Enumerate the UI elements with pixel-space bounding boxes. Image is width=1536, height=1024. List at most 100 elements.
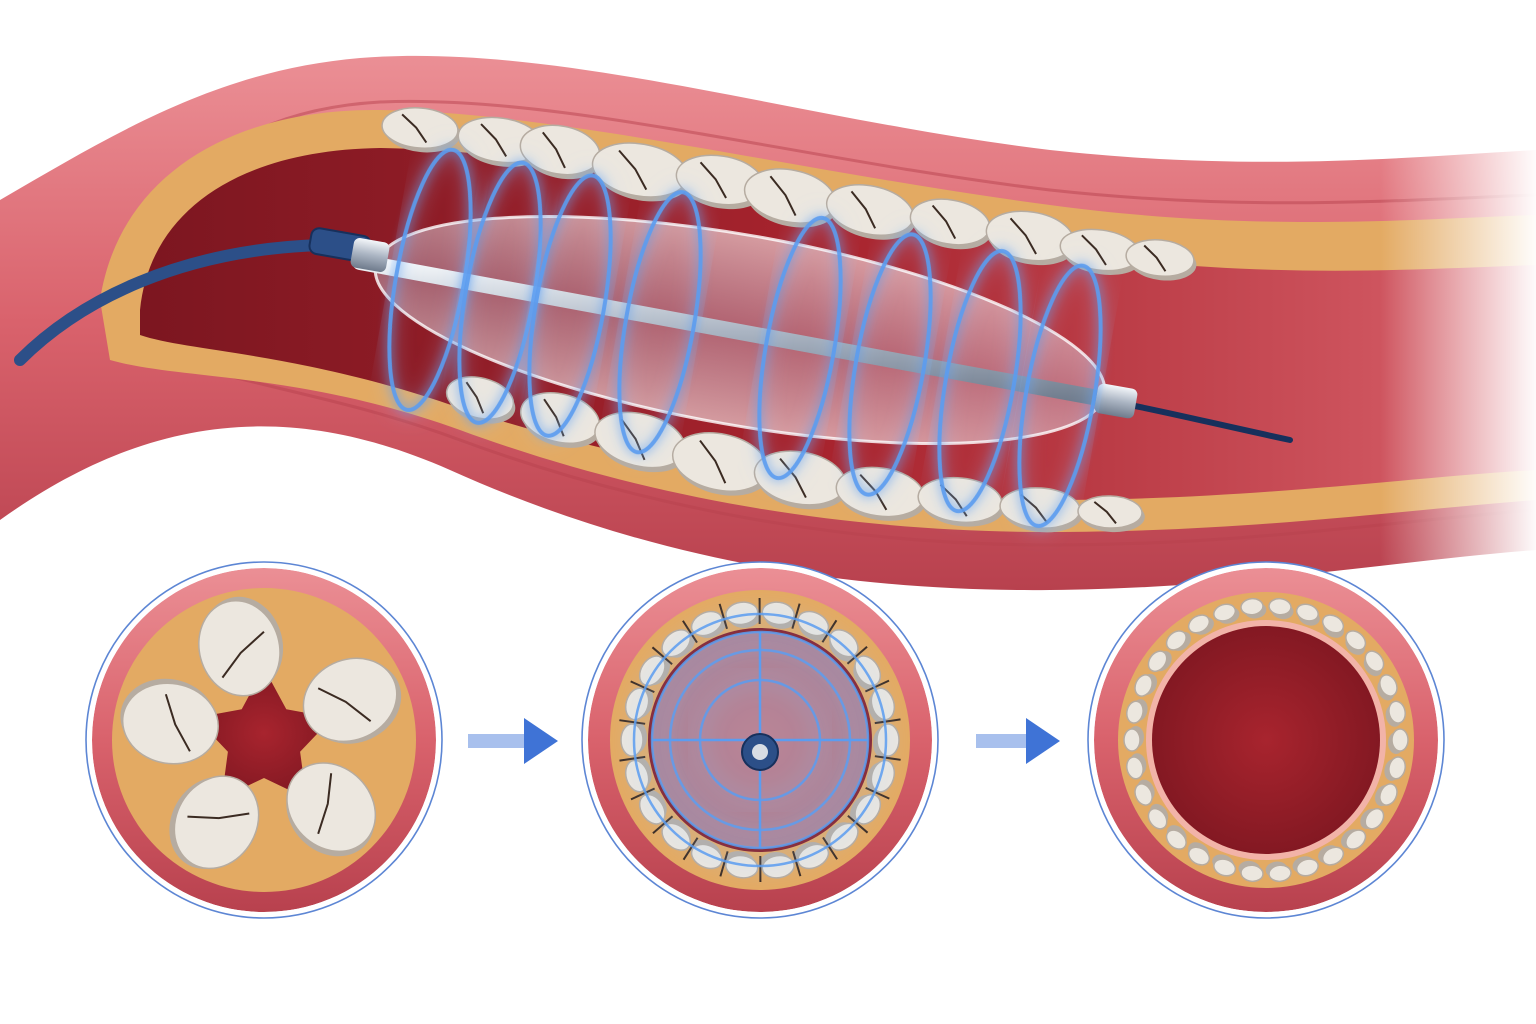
calcium-nodule-top	[825, 184, 916, 240]
calcium-fragment-small	[1292, 856, 1319, 877]
cross-section-1-calcium	[120, 596, 402, 870]
calcium-nodule-top	[743, 168, 838, 228]
calcium-fragment-small	[1187, 842, 1211, 866]
calcium-nodule-top-crack	[850, 190, 877, 229]
calcium-fragment-small	[1321, 614, 1345, 638]
calcium-fragment-small	[1377, 674, 1398, 701]
balloon-shaft	[352, 254, 1128, 410]
balloon-catheter	[14, 144, 1293, 531]
cross-section-3-lumen	[1152, 626, 1380, 854]
calcium-fragment-small-body	[1123, 728, 1141, 752]
arrow-1-head	[524, 718, 558, 764]
calcium-fragment-small	[1384, 756, 1406, 781]
calcium-nodule-top-crack	[699, 161, 727, 199]
calcium-fragment-small	[1340, 829, 1367, 850]
calcium-fragment-small	[1165, 630, 1192, 651]
calcium-fragment-small-body	[1345, 630, 1367, 651]
calcium-fragment-small-body	[1364, 807, 1385, 830]
calcium-fragment-small-body	[1165, 829, 1187, 850]
calcium-fragment-small-body	[1379, 783, 1398, 806]
calcium-fragment-small	[1134, 779, 1155, 806]
calcium-fragment-small-body	[1147, 807, 1168, 830]
calcium-nodule-large-crack	[317, 773, 333, 835]
calcium-nodule-bottom	[671, 432, 770, 496]
calcium-fragment-small-body	[1268, 597, 1292, 616]
calcium-nodule-large-body	[286, 762, 377, 853]
calcium-fragment-small-body	[1345, 829, 1367, 850]
calcium-fragment-small	[1187, 614, 1214, 635]
calcium-nodule-bottom-body	[1077, 495, 1143, 529]
calcium-nodule-top	[381, 107, 461, 153]
energy-wave	[937, 248, 1023, 514]
calcium-nodule-bottom	[1077, 495, 1145, 533]
calcium-fragment-small-body	[1321, 846, 1345, 866]
calcium-nodule-top-crack	[480, 123, 508, 157]
calcium-nodule-top-crack	[1143, 244, 1167, 272]
calcium-fragment-small	[1147, 650, 1172, 673]
calcium-fragment-small-body	[1240, 864, 1264, 883]
calcium-nodule-bottom-crack	[779, 458, 807, 498]
calcium-nodule-top-body	[1125, 238, 1195, 278]
artery-wall-layer-bottom	[118, 319, 1536, 547]
calcium-nodule-large-body	[198, 599, 281, 697]
calcium-nodule-top-crack	[542, 131, 566, 169]
calcium-nodule-large	[120, 678, 219, 765]
calcium-fragment-small	[1388, 728, 1409, 754]
distal-marker	[1094, 383, 1138, 419]
cross-section-1-lumen	[195, 668, 333, 799]
calcium-nodule-top-crack	[401, 113, 428, 144]
calcium-fragment-small	[1123, 726, 1144, 752]
calcium-fragment-small-body	[1134, 674, 1153, 697]
catheter-tip-wire	[1127, 402, 1293, 443]
calcium-fragment-small-body	[1165, 630, 1187, 651]
calcium-fragment-small	[1238, 860, 1264, 883]
calcium-fragment-small-body	[1134, 783, 1153, 806]
catheter-shaft	[14, 239, 326, 366]
calcium-fragment-small	[1126, 753, 1147, 780]
arrow-2-tail	[976, 734, 1030, 748]
calcium-nodule-top	[675, 154, 766, 210]
calcium-fragment-small	[1126, 699, 1148, 724]
arrow-1-tail	[468, 734, 530, 748]
calcium-fragment-small-body	[1213, 858, 1237, 877]
artery-longitudinal-section	[0, 55, 1536, 600]
energy-wave-ring	[632, 612, 888, 868]
energy-wave	[847, 232, 933, 497]
calcium-fragment-small-body	[1126, 700, 1144, 724]
calcium-nodule-top	[519, 124, 602, 180]
energy-wave	[527, 173, 613, 438]
calcium-fragment-small-body	[1268, 864, 1292, 883]
calcium-nodule-top-crack	[1081, 234, 1107, 266]
cross-section-treatment	[581, 561, 939, 919]
calcium-fragment-small	[1360, 807, 1385, 830]
calcium-nodule-large-body	[173, 775, 260, 870]
calcium-nodule-top-crack	[1009, 217, 1037, 255]
calcium-fragment-small-body	[1240, 597, 1264, 616]
calcium-fragment-small-body	[1126, 756, 1144, 780]
calcium-nodule-top	[909, 198, 992, 250]
calcium-fragment-small	[1134, 673, 1158, 697]
calcium-nodules-top	[381, 107, 1197, 281]
energy-wave	[757, 215, 843, 481]
calcium-nodule-top	[1125, 238, 1197, 281]
calcium-fragment-small-body	[1388, 756, 1406, 780]
calcium-fragment-small	[1385, 700, 1406, 727]
calcium-fragment-small-body	[1187, 614, 1211, 634]
calcium-nodule-large-crack	[164, 693, 191, 752]
calcium-fragment-small	[1212, 854, 1237, 877]
calcium-fragment-small-body	[1391, 728, 1409, 752]
calcium-fragment-small-body	[1295, 858, 1319, 877]
calcium-fragment-small-body	[1379, 674, 1398, 697]
cross-section-calcified	[85, 561, 443, 919]
calcium-fragment-small	[1318, 845, 1345, 866]
calcium-fragment-small	[1240, 597, 1267, 619]
calcium-nodule-large-crack	[187, 812, 250, 820]
calcium-nodule-large	[286, 762, 377, 857]
calcium-fragment-small-body	[1147, 650, 1168, 673]
calcium-nodule-top-crack	[769, 175, 797, 217]
calcium-nodule-large-crack	[317, 687, 372, 722]
vessel-fade	[1380, 120, 1536, 600]
calcium-fragment-small	[1165, 825, 1187, 850]
calcium-fragment-small-body	[1187, 846, 1211, 866]
